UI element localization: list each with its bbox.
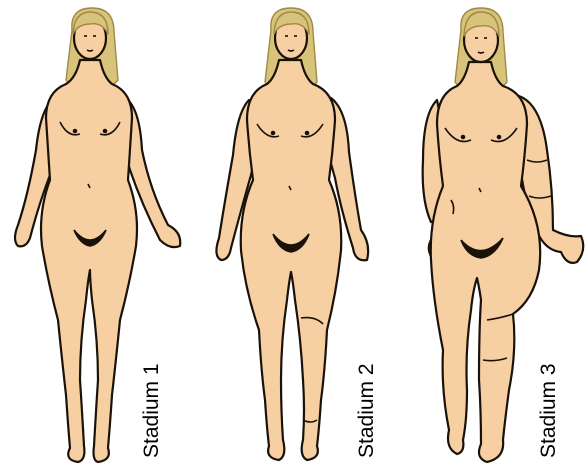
stage-2-label: Stadium 2: [355, 363, 379, 458]
stage-1-panel: Stadium 1: [0, 0, 195, 468]
stage-3-label: Stadium 3: [537, 363, 561, 458]
stage-1-label: Stadium 1: [140, 363, 164, 458]
stage-1-figure: [0, 0, 195, 468]
stage-2-panel: Stadium 2: [195, 0, 391, 468]
stage-3-panel: Stadium 3: [391, 0, 587, 468]
